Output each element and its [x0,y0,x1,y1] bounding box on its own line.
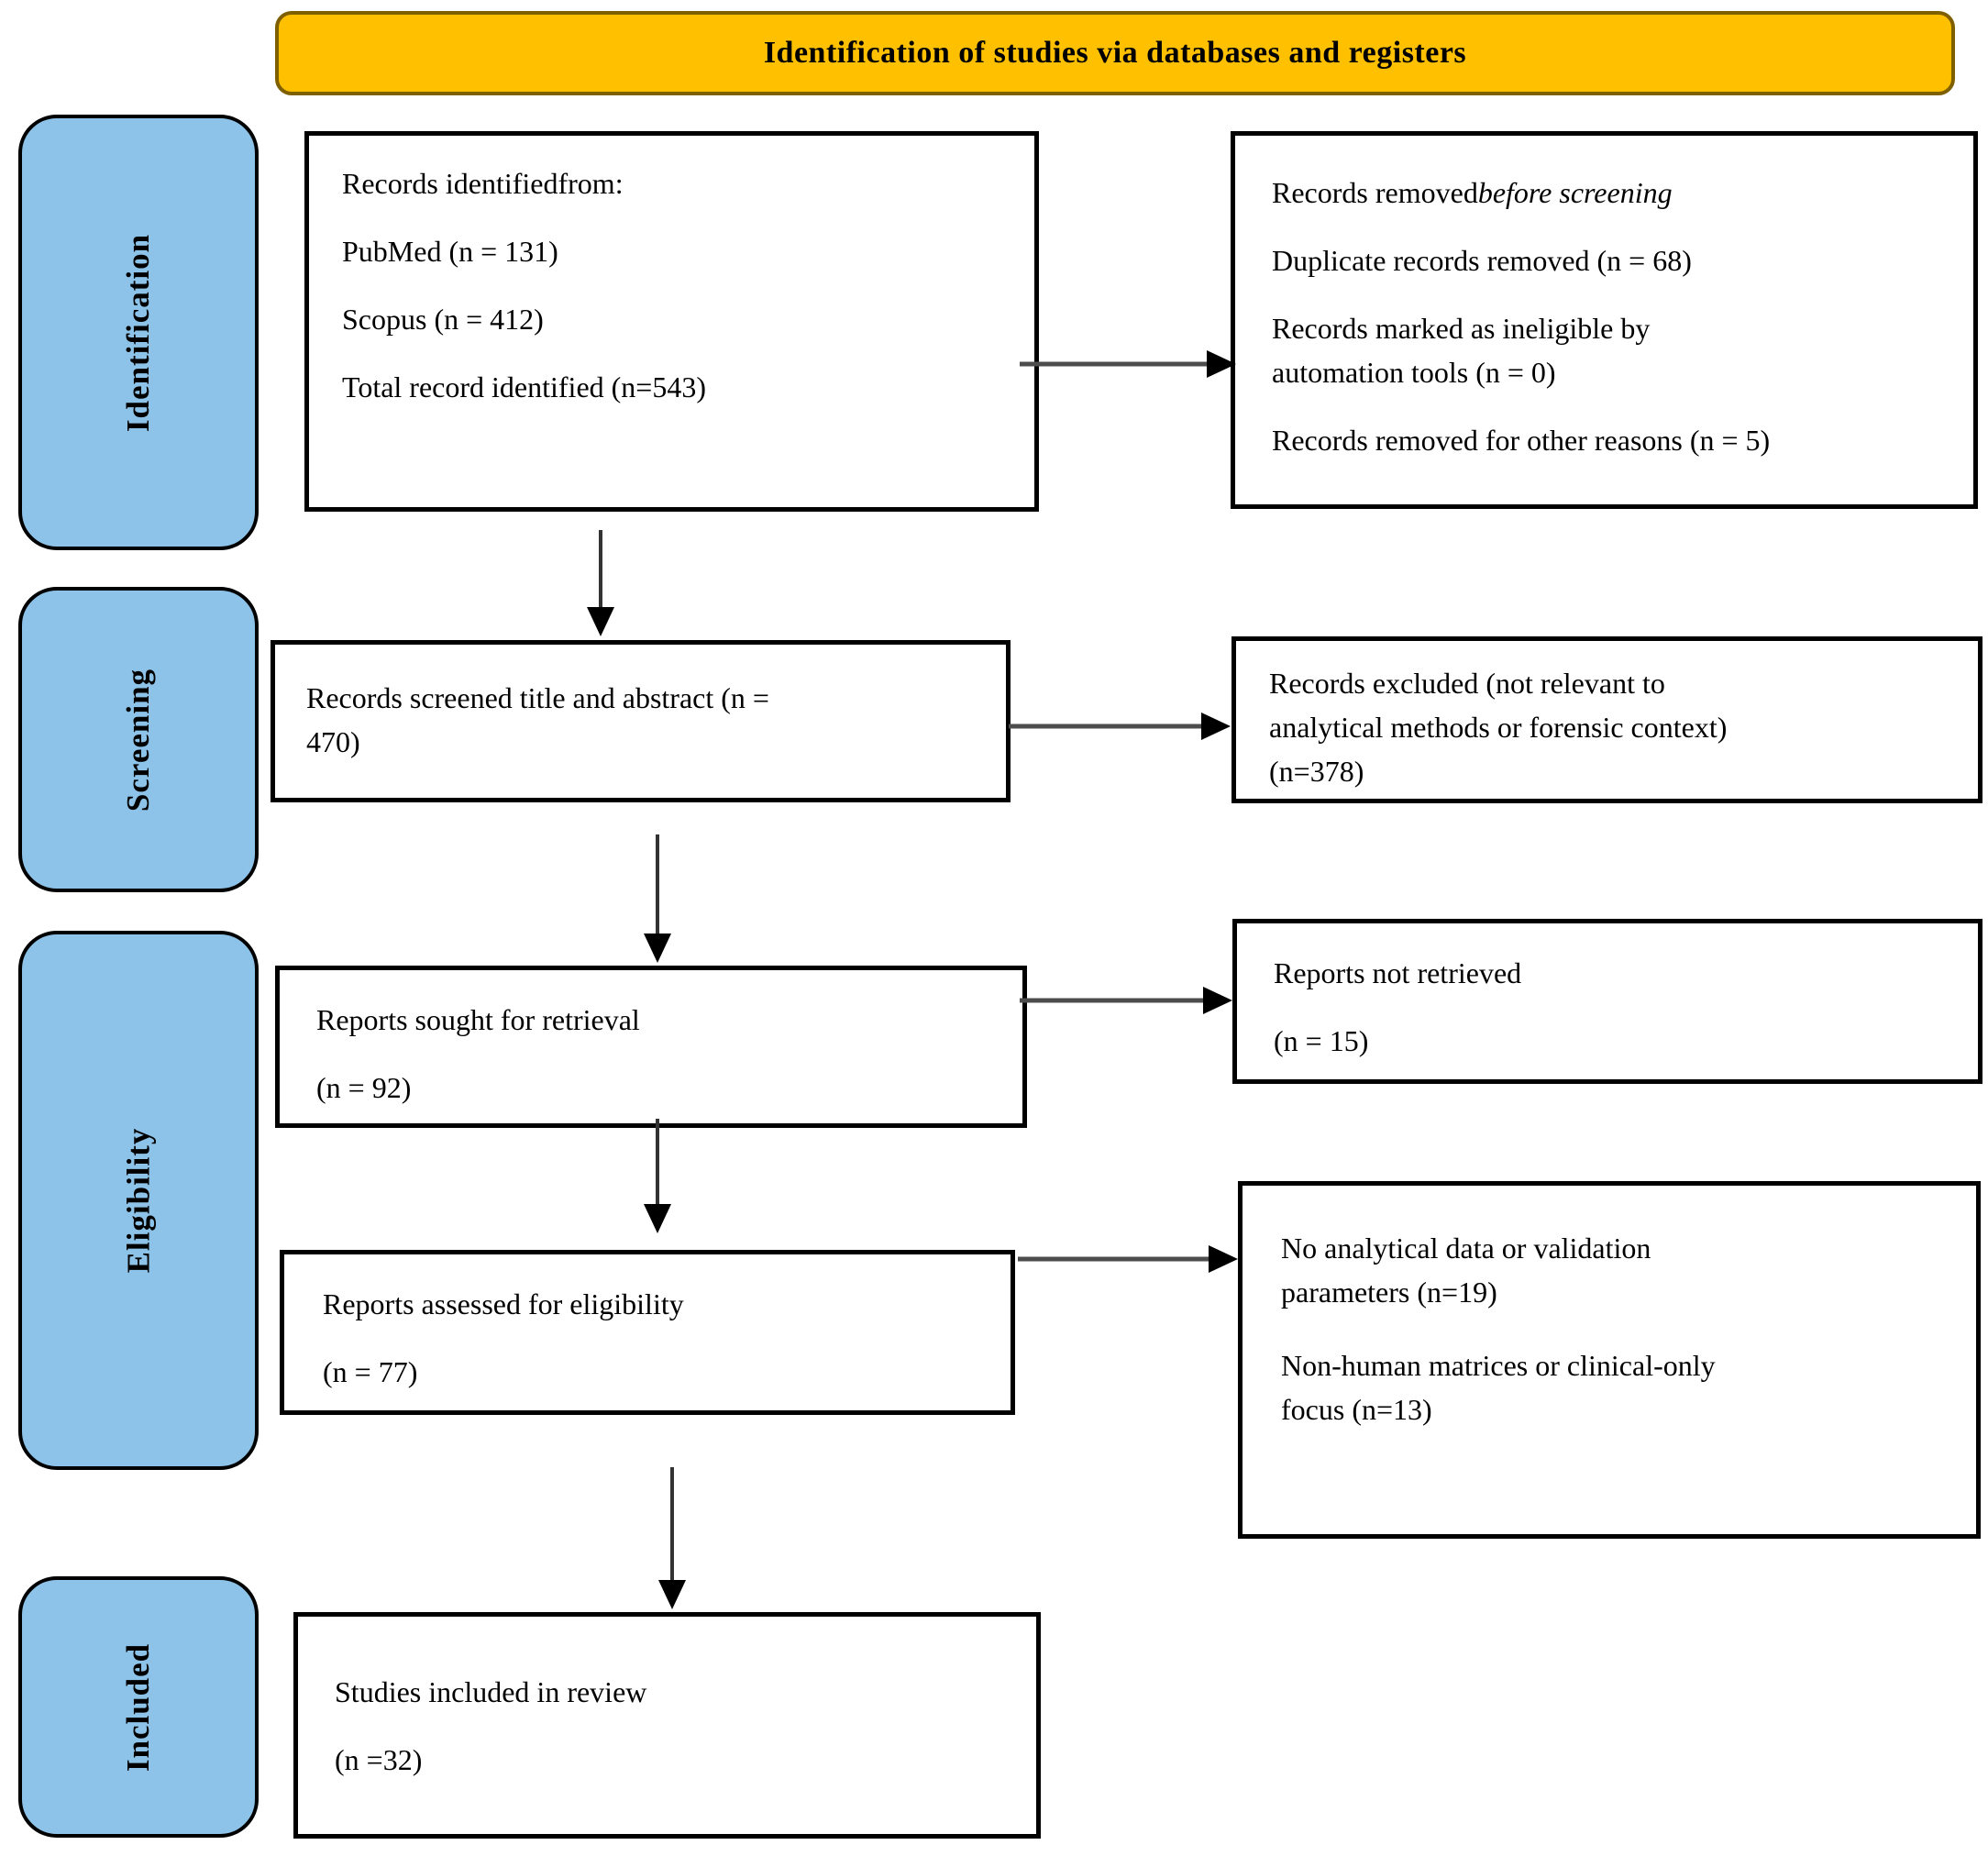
box-records-identified: Records identifiedfrom: PubMed (n = 131)… [304,131,1039,512]
box-text-line: Reports not retrieved [1274,956,1522,989]
arrow-sought-to-assessed [644,1119,671,1233]
box-text-line: Studies included in review [335,1675,647,1708]
stage-label: Included [120,1642,156,1772]
box-text-line: 470) [306,725,360,758]
arrow-assessed-to-excluded-reasons [1018,1245,1238,1273]
box-records-excluded: Records excluded (not relevant to analyt… [1231,636,1982,803]
stage-included: Included [18,1576,259,1838]
arrow-assessed-to-included [658,1467,686,1609]
arrow-identified-to-removed [1020,350,1236,378]
box-text-line: analytical methods or forensic context) [1269,711,1728,744]
stage-identification: Identification [18,115,259,550]
box-text-line: PubMed (n = 131) [342,235,558,268]
box-text-line: Duplicate records removed (n = 68) [1272,244,1692,277]
arrow-identified-to-screened [587,530,614,636]
box-text-line: Total record identified (n=543) [342,370,706,403]
box-text-line: Reports sought for retrieval [316,1003,640,1036]
box-text-line: automation tools (n = 0) [1272,356,1556,389]
stage-label: Identification [119,233,156,432]
box-reports-not-retrieved: Reports not retrieved (n = 15) [1232,919,1982,1084]
box-text-line: focus (n=13) [1281,1393,1432,1426]
arrow-screened-to-sought [644,834,671,963]
arrow-sought-to-not-retrieved [1020,987,1232,1014]
box-text-line: (n = 77) [323,1355,418,1388]
arrow-screened-to-excluded [1009,713,1231,740]
box-text-line: No analytical data or validation [1281,1232,1651,1265]
box-text-segment: Records removed [1272,176,1478,209]
box-text-line: (n = 92) [316,1071,412,1104]
stage-eligibility: Eligibility [18,931,259,1470]
box-text-line: Non-human matrices or clinical-only [1281,1349,1716,1382]
box-text-segment-italic: before screening [1477,176,1673,209]
box-text-line: Records removedbefore screening [1272,171,1960,215]
stage-screening: Screening [18,587,259,892]
box-text-line: (n=378) [1269,755,1364,788]
box-text-line: Records marked as ineligible by [1272,312,1651,345]
box-text-line: Reports assessed for eligibility [323,1287,684,1320]
box-text-line: Records identifiedfrom: [342,167,624,200]
box-records-screened: Records screened title and abstract (n =… [271,640,1011,802]
box-text-line: parameters (n=19) [1281,1276,1497,1309]
box-text-line: (n =32) [335,1743,423,1776]
box-reports-excluded-reasons: No analytical data or validation paramet… [1238,1181,1981,1539]
box-reports-sought: Reports sought for retrieval (n = 92) [275,966,1027,1128]
box-text-line: (n = 15) [1274,1024,1369,1057]
box-records-removed: Records removedbefore screening Duplicat… [1231,131,1978,509]
stage-label: Eligibility [120,1127,156,1274]
box-studies-included: Studies included in review (n =32) [293,1612,1041,1839]
banner-title: Identification of studies via databases … [275,11,1955,95]
box-text-line: Records excluded (not relevant to [1269,667,1665,700]
stage-label: Screening [119,668,156,812]
box-text-line: Scopus (n = 412) [342,303,544,336]
box-text-line: Records removed for other reasons (n = 5… [1272,424,1771,457]
box-text-line: Records screened title and abstract (n = [306,681,769,714]
box-reports-assessed: Reports assessed for eligibility (n = 77… [280,1250,1015,1415]
